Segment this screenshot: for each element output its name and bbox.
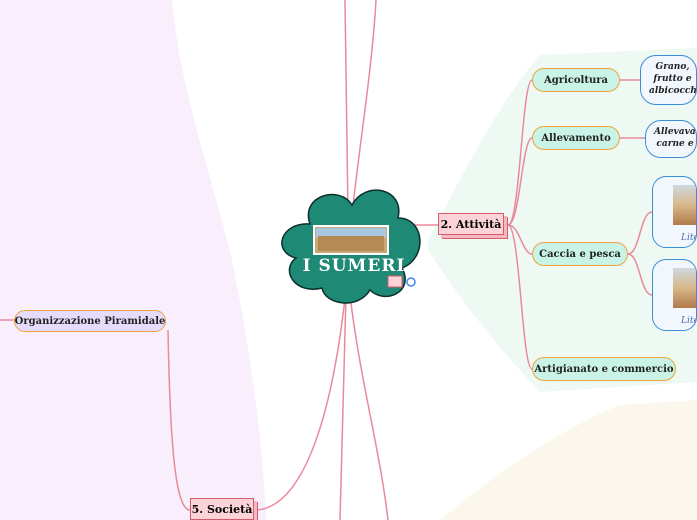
image-thumbnail (673, 268, 696, 308)
branch-attivita[interactable]: 2. Attività (438, 213, 504, 235)
activity-region (428, 48, 697, 392)
node-allevamento[interactable]: Allevamento (532, 126, 620, 150)
branch-societa[interactable]: 5. Società (190, 498, 254, 520)
image-card-2[interactable]: Lite (652, 259, 697, 331)
google-icon (406, 277, 416, 287)
central-note-icon (387, 275, 403, 288)
desc-agricoltura[interactable]: Grano, frutto e albicocche (640, 55, 697, 105)
image-thumbnail (673, 185, 696, 225)
node-agricoltura[interactable]: Agricoltura (532, 68, 620, 92)
bottom-region (440, 400, 697, 520)
central-title[interactable]: I SUMERI (302, 256, 406, 276)
image-caption: Lite (681, 316, 696, 326)
node-organizzazione-piramidale[interactable]: Organizzazione Piramidale (14, 310, 166, 332)
image-caption: Lite (681, 233, 696, 243)
connectors (0, 0, 653, 520)
image-card-1[interactable]: Lite (652, 176, 697, 248)
desc-allevamento[interactable]: Allevavano carne e (645, 120, 697, 158)
society-region (0, 0, 266, 520)
node-caccia-pesca[interactable]: Caccia e pesca (532, 242, 628, 266)
node-artigianato-commercio[interactable]: Artigianato e commercio (532, 357, 676, 381)
